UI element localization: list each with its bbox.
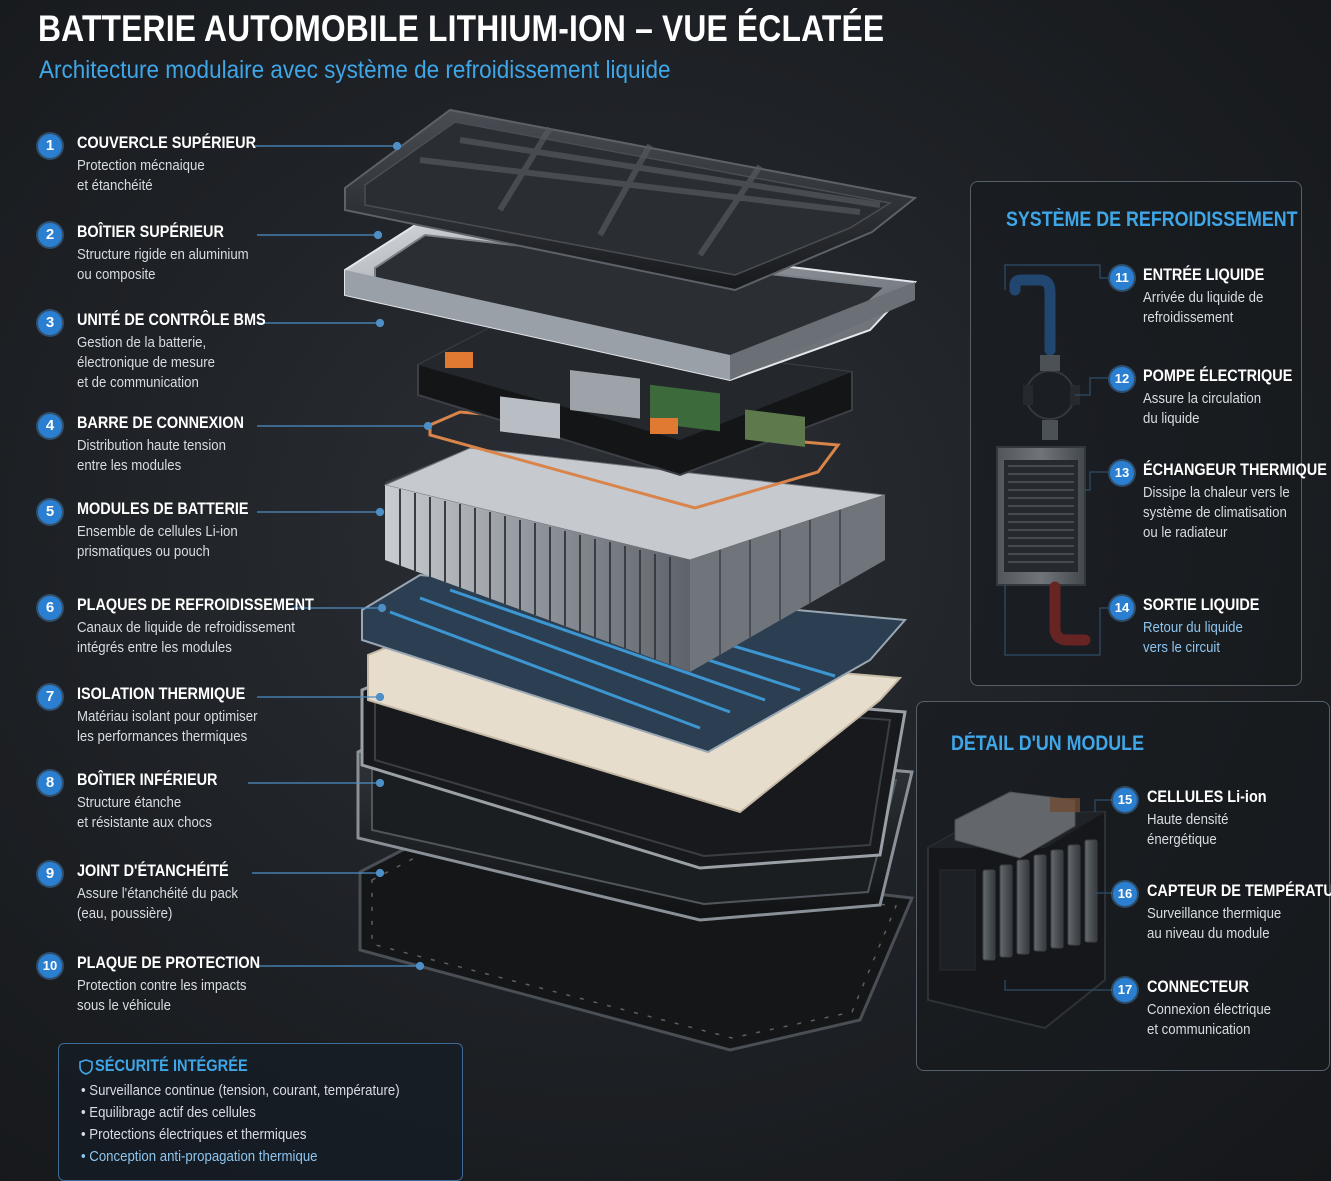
badge-7: 7: [38, 685, 62, 709]
busbar-shape: [428, 410, 841, 510]
label-title: ÉCHANGEUR THERMIQUE: [1143, 460, 1327, 479]
badge-3: 3: [38, 311, 62, 335]
label-title: BOÎTIER INFÉRIEUR: [77, 770, 218, 789]
badge-4: 4: [38, 414, 62, 438]
label-echangeur: ÉCHANGEUR THERMIQUE Dissipe la chaleur v…: [1143, 460, 1331, 543]
label-isolation: ISOLATION THERMIQUE Matériau isolant pou…: [77, 684, 282, 747]
upper-housing-shape: [344, 220, 918, 382]
label-joint: JOINT D'ÉTANCHÉITÉ Assure l'étanchéité d…: [77, 861, 260, 924]
badge-15: 15: [1113, 788, 1137, 812]
label-plaques-refroidissement: PLAQUES DE REFROIDISSEMENT Canaux de liq…: [77, 595, 356, 658]
label-modules: MODULES DE BATTERIE Ensemble de cellules…: [77, 499, 279, 562]
label-title: JOINT D'ÉTANCHÉITÉ: [77, 861, 229, 880]
security-item: • Equilibrage actif des cellules: [81, 1104, 256, 1121]
label-boitier-superieur: BOÎTIER SUPÉRIEUR Structure rigide en al…: [77, 222, 272, 285]
label-title: BOÎTIER SUPÉRIEUR: [77, 222, 224, 241]
label-title: UNITÉ DE CONTRÔLE BMS: [77, 310, 266, 329]
page-title: BATTERIE AUTOMOBILE LITHIUM-ION – VUE ÉC…: [38, 8, 885, 49]
security-box: SÉCURITÉ INTÉGRÉE • Surveillance continu…: [58, 1043, 463, 1181]
battery-modules-shape: [383, 447, 886, 672]
top-cover-shape: [344, 108, 918, 292]
page-subtitle: Architecture modulaire avec système de r…: [39, 56, 671, 84]
badge-5: 5: [38, 500, 62, 524]
label-title: BARRE DE CONNEXION: [77, 413, 244, 432]
label-desc: Assure l'étanchéité du pack(eau, poussiè…: [77, 885, 239, 922]
badge-11: 11: [1110, 266, 1134, 290]
label-title: CONNECTEUR: [1147, 977, 1249, 996]
badge-1: 1: [38, 134, 62, 158]
label-bms: UNITÉ DE CONTRÔLE BMS Gestion de la batt…: [77, 310, 299, 393]
leader-lines: [248, 141, 433, 971]
bms-unit-shape: [417, 326, 853, 477]
label-title: MODULES DE BATTERIE: [77, 499, 249, 518]
security-item: • Conception anti-propagation thermique: [81, 1148, 318, 1165]
label-title: SORTIE LIQUIDE: [1143, 595, 1260, 614]
label-title: COUVERCLE SUPÉRIEUR: [77, 133, 257, 152]
label-couvercle: COUVERCLE SUPÉRIEUR Protection mécnaique…: [77, 133, 288, 196]
label-title: ISOLATION THERMIQUE: [77, 684, 246, 703]
badge-6: 6: [38, 596, 62, 620]
cooling-panel-title: SYSTÈME DE REFROIDISSEMENT: [1006, 208, 1298, 231]
shield-icon: [79, 1059, 93, 1075]
label-plaque-protection: PLAQUE DE PROTECTION Protection contre l…: [77, 953, 292, 1016]
badge-9: 9: [38, 862, 62, 886]
label-title: ENTRÉE LIQUIDE: [1143, 265, 1265, 284]
label-capteur: CAPTEUR DE TEMPÉRATURE Surveillance ther…: [1147, 881, 1331, 944]
badge-14: 14: [1110, 596, 1134, 620]
label-title: CAPTEUR DE TEMPÉRATURE: [1147, 881, 1331, 900]
label-title: PLAQUES DE REFROIDISSEMENT: [77, 595, 314, 614]
badge-13: 13: [1110, 461, 1134, 485]
badge-16: 16: [1113, 882, 1137, 906]
security-title: SÉCURITÉ INTÉGRÉE: [95, 1056, 248, 1075]
label-title: PLAQUE DE PROTECTION: [77, 953, 261, 972]
label-barre-connexion: BARRE DE CONNEXION Distribution haute te…: [77, 413, 273, 476]
badge-8: 8: [38, 771, 62, 795]
module-panel-title: DÉTAIL D'UN MODULE: [951, 732, 1144, 755]
badge-2: 2: [38, 223, 62, 247]
security-item: • Protections électriques et thermiques: [81, 1126, 307, 1143]
badge-10: 10: [38, 954, 62, 978]
badge-12: 12: [1110, 367, 1134, 391]
security-item: • Surveillance continue (tension, couran…: [81, 1082, 400, 1099]
label-title: POMPE ÉLECTRIQUE: [1143, 366, 1293, 385]
badge-17: 17: [1113, 978, 1137, 1002]
label-desc: Gestion de la batterie,électronique de m…: [77, 334, 215, 391]
label-title: CELLULES Li-ion: [1147, 787, 1267, 806]
cooling-system-panel: [970, 181, 1302, 686]
